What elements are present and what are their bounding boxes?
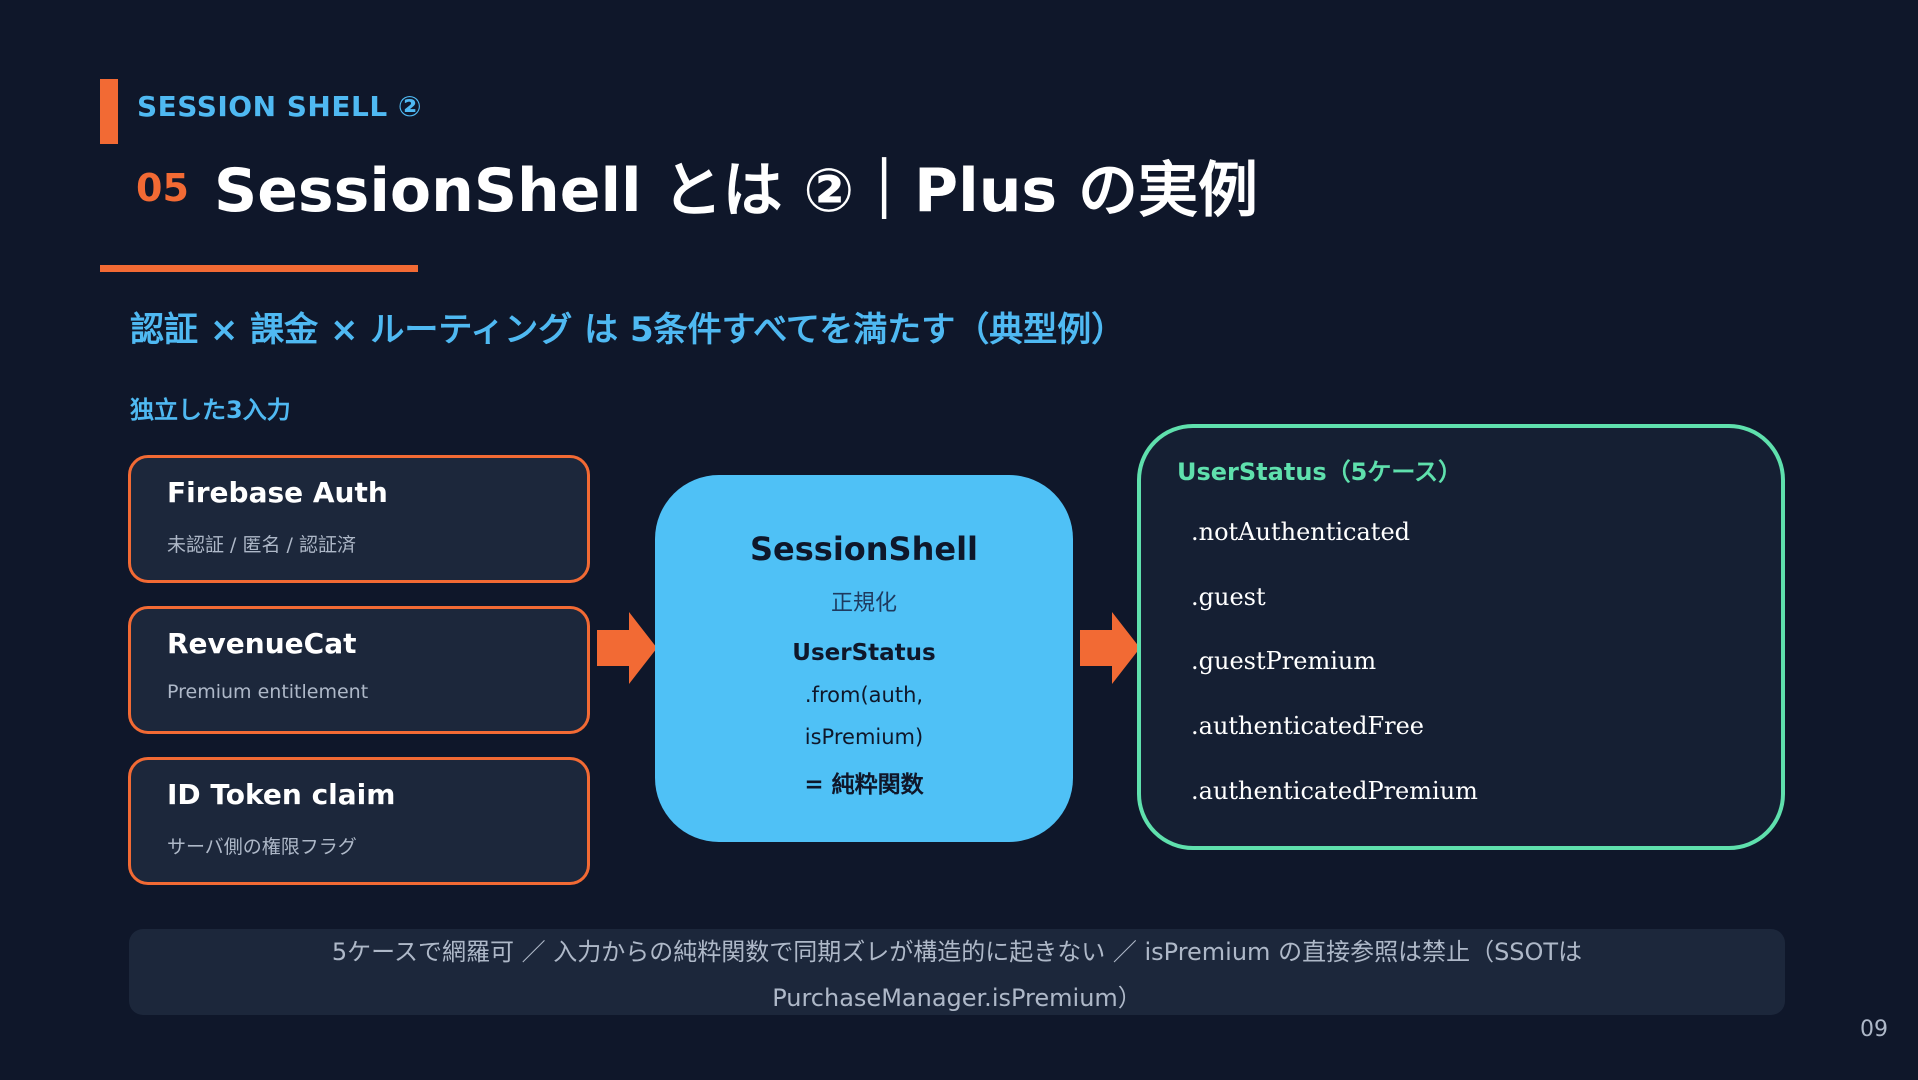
- page-title: SessionShell とは ②｜Plus の実例: [214, 156, 1259, 226]
- title-underline: [100, 265, 418, 272]
- footer-note-line-2: PurchaseManager.isPremium）: [772, 984, 1142, 1012]
- input-card-firebase-auth: Firebase Auth 未認証 / 匿名 / 認証済: [128, 455, 590, 583]
- shell-from-line-2: isPremium): [804, 725, 924, 749]
- user-status-case: .guestPremium: [1191, 647, 1377, 675]
- arrow-right-icon: [1080, 612, 1140, 684]
- shell-from-line-1: .from(auth,: [804, 683, 924, 707]
- section-eyebrow: SESSION SHELL ②: [137, 90, 423, 123]
- page-subtitle: 認証 × 課金 × ルーティング は 5条件すべてを満たす（典型例）: [130, 310, 1126, 350]
- footer-note: 5ケースで網羅可 ／ 入力からの純粋関数で同期ズレが構造的に起きない ／ isP…: [129, 929, 1785, 1015]
- input-card-title: ID Token claim: [167, 778, 396, 811]
- input-card-id-token-claim: ID Token claim サーバ側の権限フラグ: [128, 757, 590, 885]
- shell-pure-function-label: = 純粋関数: [804, 772, 924, 798]
- shell-type-label: UserStatus: [792, 640, 936, 666]
- user-status-case: .authenticatedFree: [1191, 712, 1424, 740]
- input-card-subtitle: 未認証 / 匿名 / 認証済: [167, 534, 356, 556]
- section-number: 05: [136, 166, 189, 210]
- input-card-revenuecat: RevenueCat Premium entitlement: [128, 606, 590, 734]
- user-status-case: .authenticatedPremium: [1191, 777, 1478, 805]
- input-card-title: Firebase Auth: [167, 476, 388, 509]
- input-card-title: RevenueCat: [167, 627, 357, 660]
- user-status-case: .guest: [1191, 583, 1266, 611]
- user-status-box: UserStatus（5ケース） .notAuthenticated .gues…: [1137, 424, 1785, 850]
- page-number: 09: [1860, 1017, 1888, 1042]
- input-card-subtitle: Premium entitlement: [167, 681, 369, 703]
- input-card-subtitle: サーバ側の権限フラグ: [167, 836, 357, 858]
- shell-title: SessionShell: [749, 530, 979, 568]
- inputs-label: 独立した3入力: [130, 396, 291, 424]
- session-shell-box: SessionShell 正規化 UserStatus .from(auth, …: [655, 475, 1073, 842]
- accent-bar: [100, 79, 118, 144]
- shell-normalize-label: 正規化: [830, 591, 897, 616]
- user-status-title: UserStatus（5ケース）: [1177, 458, 1463, 486]
- arrow-right-icon: [597, 612, 657, 684]
- user-status-case: .notAuthenticated: [1191, 518, 1411, 546]
- footer-note-line-1: 5ケースで網羅可 ／ 入力からの純粋関数で同期ズレが構造的に起きない ／ isP…: [331, 938, 1583, 966]
